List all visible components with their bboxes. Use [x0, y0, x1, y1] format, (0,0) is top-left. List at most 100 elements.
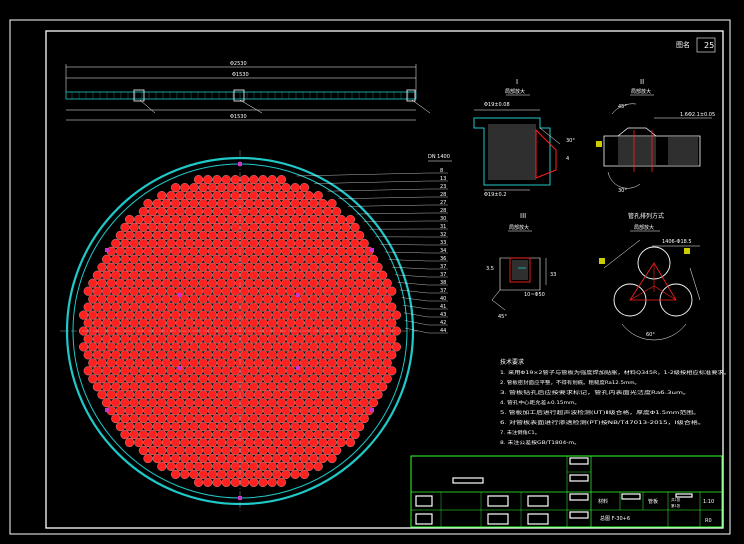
tube-hole — [322, 398, 332, 408]
tube-hole — [286, 238, 296, 248]
tube-hole — [295, 302, 305, 312]
tube-hole — [272, 390, 282, 400]
tube-hole — [138, 445, 148, 456]
tube-hole — [212, 366, 222, 376]
tie-rod-hole — [370, 408, 374, 412]
tube-hole — [221, 270, 231, 280]
tube-hole — [299, 453, 309, 464]
tube-hole — [221, 414, 231, 424]
tube-hole — [115, 406, 125, 416]
tube-hole — [309, 453, 319, 464]
tube-hole — [299, 358, 309, 368]
tube-hole — [138, 334, 148, 344]
tube-hole — [175, 222, 185, 232]
tube-hole — [148, 318, 158, 328]
tube-hole — [148, 382, 158, 392]
tube-hole — [304, 350, 314, 360]
detail-III: III 局部放大 3.5 33 10~Φ50 45° — [486, 212, 556, 320]
tube-hole — [240, 222, 250, 232]
row-count-label: 13 — [440, 176, 446, 182]
tube-hole — [249, 286, 259, 296]
tube-hole — [171, 230, 181, 240]
tube-hole — [299, 230, 309, 240]
tube-hole — [203, 445, 213, 456]
tube-hole — [341, 334, 351, 344]
tube-hole — [336, 406, 346, 416]
tube-hole — [276, 286, 286, 296]
tube-hole — [387, 318, 397, 328]
tube-hole — [217, 437, 227, 448]
tube-hole — [184, 318, 194, 328]
tube-hole — [295, 445, 305, 456]
tube-hole — [157, 238, 167, 248]
row-leader-line — [404, 320, 429, 326]
tube-hole — [203, 398, 213, 408]
tube-hole — [143, 342, 153, 352]
tube-hole — [281, 342, 291, 352]
tube-hole — [341, 270, 351, 280]
tube-hole — [138, 206, 148, 217]
tube-hole — [253, 422, 263, 432]
tube-hole — [267, 430, 277, 440]
tube-hole — [299, 342, 309, 352]
tube-hole — [332, 430, 342, 440]
tube-hole — [194, 461, 204, 471]
tube-hole — [106, 262, 116, 272]
tube-hole — [295, 430, 305, 440]
tube-hole — [240, 286, 250, 296]
tube-hole — [198, 469, 208, 479]
tube-hole — [166, 350, 176, 360]
tube-hole — [286, 206, 296, 217]
tube-hole — [230, 206, 240, 217]
tube-hole — [276, 414, 286, 424]
tube-hole — [217, 214, 227, 225]
tube-hole — [272, 183, 282, 193]
tube-hole — [286, 270, 296, 280]
tube-hole — [309, 342, 319, 352]
tube-hole — [148, 222, 158, 232]
tube-hole — [253, 262, 263, 272]
tube-hole — [138, 414, 148, 424]
tube-hole — [230, 461, 240, 471]
tube-hole — [295, 334, 305, 344]
tube-hole — [299, 422, 309, 432]
tube-hole — [263, 214, 273, 225]
notes-item-5: 5. 管板加工后进行超声波检测(UT)Ⅱ级合格，厚度Φ1.5mm范围。 — [500, 409, 700, 416]
tube-hole — [253, 453, 263, 464]
row-count-label: 42 — [440, 320, 446, 326]
tube-hole — [290, 453, 300, 464]
tube-hole — [129, 414, 139, 424]
tube-hole — [295, 350, 305, 360]
tube-hole — [157, 318, 167, 328]
tube-hole — [332, 414, 342, 424]
tube-hole — [258, 382, 268, 392]
tube-hole — [295, 206, 305, 217]
tube-hole — [258, 477, 268, 487]
tube-hole — [258, 191, 268, 201]
tube-hole — [138, 430, 148, 440]
tube-hole — [171, 390, 181, 400]
tube-hole — [102, 398, 112, 408]
tube-hole — [226, 469, 236, 479]
tube-hole — [111, 382, 121, 392]
tube-hole — [249, 191, 259, 201]
tube-hole — [221, 382, 231, 392]
tube-hole — [263, 390, 273, 400]
tube-hole — [203, 414, 213, 424]
tube-hole — [161, 422, 171, 432]
notes-item-1: 1. 采用Φ19×2管子与管板为强度焊加贴胀，材料Q345R，1-2级按相应标准… — [500, 369, 730, 376]
tube-hole — [125, 278, 135, 288]
tube-hole — [244, 214, 254, 225]
tube-hole — [212, 398, 222, 408]
tube-hole — [226, 278, 236, 288]
tube-hole — [253, 310, 263, 320]
detail-I-angle-b: 4 — [566, 156, 569, 162]
row-leader-line — [388, 259, 429, 262]
tube-hole — [120, 398, 130, 408]
tube-hole — [244, 294, 254, 304]
tube-hole — [92, 382, 102, 392]
tube-hole — [240, 254, 250, 264]
tube-hole — [313, 270, 323, 280]
tube-hole — [244, 198, 254, 209]
row-leader-line — [314, 180, 429, 184]
